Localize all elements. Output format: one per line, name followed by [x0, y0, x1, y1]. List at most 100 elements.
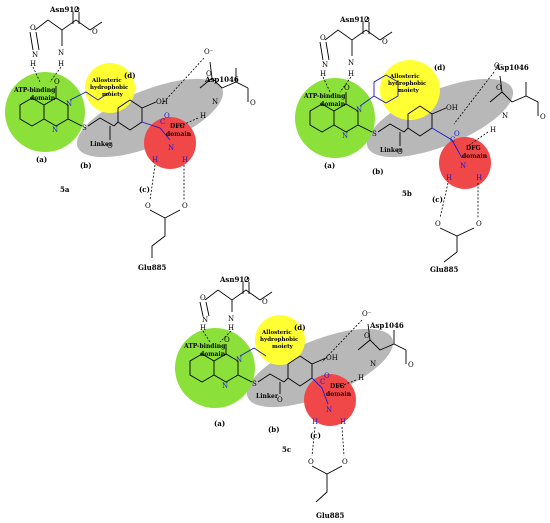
atom-label: O — [74, 6, 80, 14]
compound-label-5c: 5c — [282, 445, 291, 454]
chemical-bond — [499, 75, 539, 103]
chemical-bond — [199, 77, 213, 89]
atom-label: N — [460, 162, 466, 170]
hydrogen-bond — [453, 71, 495, 125]
chemical-bond — [257, 373, 285, 383]
chemical-bond — [87, 117, 115, 127]
atom-label: H — [446, 174, 452, 182]
chemical-bond — [311, 357, 327, 365]
region-label: (b) — [372, 167, 384, 176]
region-label: Allosteric — [389, 74, 420, 80]
hydrogen-bond — [467, 131, 489, 147]
hydrogen-bond — [32, 66, 41, 83]
region-label: domain — [326, 391, 352, 398]
atom-label: O — [382, 38, 388, 46]
hydrogen-bond — [321, 319, 363, 363]
chemical-bond — [431, 107, 447, 115]
atom-label: O — [435, 220, 441, 228]
atom-label: O — [30, 24, 36, 32]
atom-label: S — [252, 380, 257, 388]
linker-zone — [246, 328, 394, 408]
atom-label: N — [58, 49, 64, 57]
atom-label: H — [182, 156, 188, 164]
atom-label: O — [244, 276, 250, 284]
atom-label: H — [58, 60, 64, 68]
dfg-zone — [304, 374, 356, 426]
chemical-bond — [315, 474, 328, 503]
atom-label: O — [224, 336, 230, 344]
atom-label: O⁻ — [494, 62, 504, 70]
atom-label: O⁻ — [362, 310, 372, 318]
atom-label: O — [164, 112, 170, 120]
atom-label: O — [262, 298, 268, 306]
linker-zone — [366, 78, 514, 158]
chemical-bond — [333, 103, 359, 133]
chemical-bond — [89, 21, 103, 31]
chemical-bond — [311, 377, 329, 405]
region-label: hydrophobic — [388, 81, 427, 87]
atom-label: O — [364, 16, 370, 24]
chemical-bond — [239, 347, 267, 357]
region-label: domain — [30, 95, 56, 102]
chemical-bond — [72, 12, 80, 24]
atom-label: O — [454, 130, 460, 138]
chemical-bond — [213, 353, 239, 383]
atom-label: C — [450, 136, 455, 144]
region-label: DFG — [170, 123, 185, 130]
panel-5b: Asn912 O O O N N H H O N N S OH O C O — [295, 15, 546, 274]
atom-label: H — [340, 418, 346, 426]
chemical-bond — [283, 377, 289, 383]
atom-label: N — [370, 360, 376, 368]
chemical-bond — [362, 22, 370, 34]
atom-label: H — [490, 126, 496, 134]
hydrogen-bond — [202, 330, 211, 343]
region-label: DFG — [330, 383, 345, 390]
region-label: (b) — [268, 425, 280, 434]
compound-label-5b: 5b — [402, 189, 412, 198]
atom-label: H — [312, 418, 318, 426]
atom-label: C — [160, 118, 165, 126]
atom-label: N — [236, 356, 242, 364]
atom-label: O — [408, 361, 414, 369]
region-label: domain — [320, 101, 346, 108]
atom-label: O — [200, 294, 206, 302]
hydrogen-bond — [439, 182, 449, 219]
chemical-bond — [43, 97, 69, 127]
region-label: (c) — [310, 431, 321, 440]
atom-label: O — [342, 458, 348, 466]
chemical-bond — [393, 330, 407, 364]
atom-label: N — [202, 316, 208, 324]
chemical-bond — [324, 29, 381, 41]
hydrogen-bond — [219, 330, 232, 343]
atom-label: OH — [446, 104, 458, 112]
chemical-bond — [29, 31, 40, 51]
atom-label: N — [52, 126, 58, 134]
hydrogen-bond — [322, 76, 331, 93]
region-label: (a) — [36, 155, 47, 164]
atom-label: N — [212, 98, 218, 106]
chemical-bond — [141, 101, 157, 109]
atom-label: OH — [156, 98, 168, 106]
atom-label: H — [358, 374, 364, 382]
region-label: domain — [200, 351, 226, 358]
chemical-bond — [319, 41, 330, 61]
atom-label: N — [502, 112, 508, 120]
atom-label: O — [364, 332, 370, 340]
atom-label: H — [200, 112, 206, 120]
atom-label: O — [250, 99, 256, 107]
chemical-bond — [373, 74, 399, 104]
region-label: (a) — [324, 161, 335, 170]
region-label: ATP-binding — [303, 93, 346, 100]
atp-binding-zone — [175, 328, 255, 408]
chemical-bond — [403, 127, 409, 133]
atom-label: N — [228, 315, 234, 323]
atp-binding-zone — [5, 72, 85, 152]
allosteric-zone — [85, 63, 135, 113]
compound-label-5a: 5a — [60, 185, 70, 194]
residue-glu885-label: Glu885 — [138, 263, 166, 272]
atom-label: H — [30, 60, 36, 68]
region-label: Allosteric — [261, 330, 292, 336]
chemical-bond — [357, 339, 371, 351]
allosteric-zone — [380, 60, 440, 120]
